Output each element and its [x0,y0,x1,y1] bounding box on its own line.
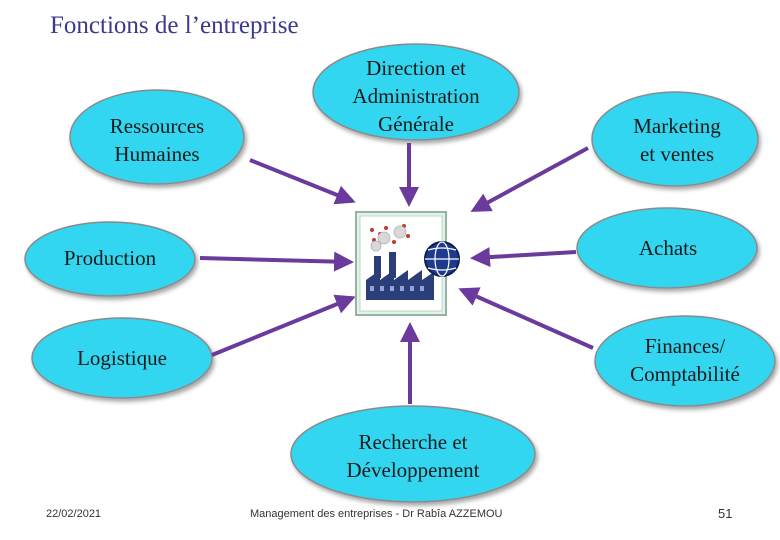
label-ressources-humaines: Ressources Humaines [77,112,237,168]
label-line: Direction et [366,56,466,80]
globe-icon [424,241,460,277]
label-line: Logistique [77,346,167,370]
arrow-finances [458,287,594,350]
label-line: et ventes [639,142,715,166]
label-line: Finances/ [644,334,726,358]
label-line: Comptabilité [630,362,740,386]
slide-title: Fonctions de l’entreprise [50,12,299,39]
node-marketing [591,91,759,187]
node-production [24,221,196,297]
node-logistique [31,317,213,399]
label-recherche: Recherche et Développement [323,428,503,484]
label-line: Recherche et [358,430,468,454]
node-recherche [290,405,536,503]
page-number: 51 [718,506,733,521]
arrow-marketing [470,146,589,212]
footer-date: 22/02/2021 [46,508,102,520]
label-line: Générale [378,112,454,136]
label-line: Humaines [114,142,200,166]
label-line: Marketing [633,114,721,138]
label-direction: Direction et Administration Générale [326,54,506,138]
label-line: Administration [352,84,480,108]
label-finances: Finances/ Comptabilité [605,332,765,388]
label-line: Ressources [109,114,205,138]
arrow-rh [249,158,356,205]
arrow-production [199,251,354,272]
label-line: Achats [638,236,698,260]
node-finances [594,315,776,407]
footer-center: Management des entreprises - Dr Rabîa AZ… [250,508,503,520]
label-line: Production [63,246,157,270]
label-logistique: Logistique [42,344,202,372]
node-direction [312,43,520,141]
node-achats [576,207,758,289]
label-marketing: Marketing et ventes [597,112,757,168]
arrow-achats [470,247,577,268]
arrows [199,143,594,404]
label-achats: Achats [588,234,748,262]
arrow-logistique [211,294,356,357]
label-production: Production [30,244,190,272]
node-ressources-humaines [69,89,245,185]
label-line: Développement [346,458,480,482]
